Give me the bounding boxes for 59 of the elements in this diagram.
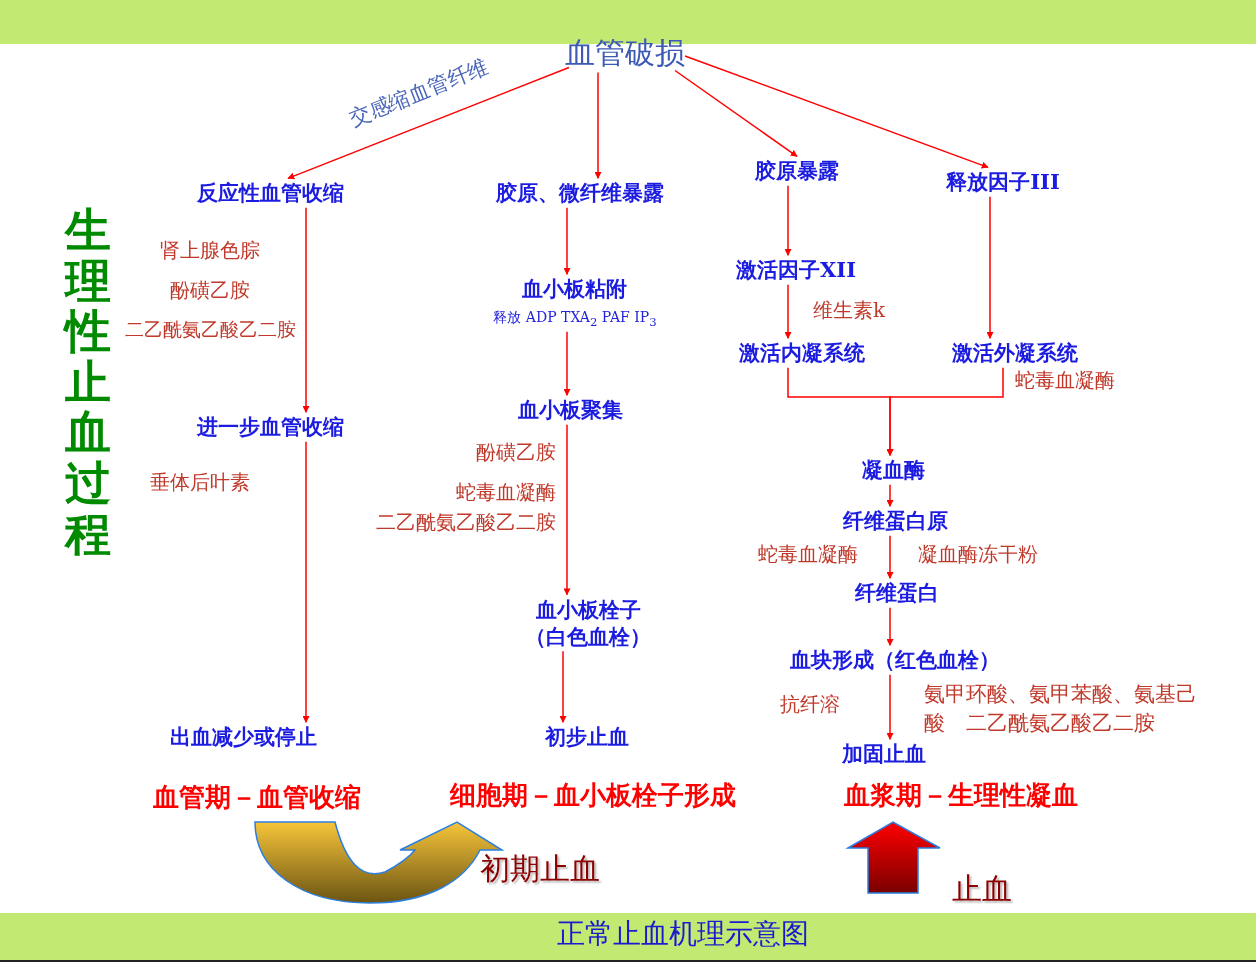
node-label: 胶原暴露 bbox=[755, 157, 839, 185]
release-note: 释放 ADP TXA$_{2}$ PAF IP$_{3}$ bbox=[493, 308, 657, 331]
arrow bbox=[302, 440, 310, 724]
drug-note: 抗纤溶 bbox=[780, 692, 840, 716]
phase-label: 血浆期－生理性凝血 bbox=[844, 780, 1078, 812]
arrow bbox=[287, 66, 570, 180]
phase-label: 血管期－血管收缩 bbox=[153, 782, 361, 814]
node-label: 血小板栓子（白色血栓） bbox=[518, 595, 658, 651]
drug-note: 蛇毒血凝酶 bbox=[456, 480, 556, 504]
drug-note: 肾上腺色腙 bbox=[160, 238, 260, 262]
arrow bbox=[784, 283, 792, 340]
node-label: 激活内凝系统 bbox=[739, 339, 865, 367]
node-label: 出血减少或停止 bbox=[169, 723, 317, 751]
node-label: 凝血酶 bbox=[861, 456, 925, 484]
drug-note: 垂体后叶素 bbox=[150, 470, 250, 494]
arrow bbox=[886, 534, 894, 580]
arrow bbox=[563, 330, 571, 397]
arrow bbox=[563, 423, 571, 596]
node-label: 进一步血管收缩 bbox=[196, 413, 344, 441]
stage-label: 止血 bbox=[952, 871, 1012, 907]
drug-note: 酚磺乙胺 bbox=[170, 278, 250, 302]
node-label: 血小板聚集 bbox=[517, 396, 623, 424]
drug-note: 凝血酶冻干粉 bbox=[918, 542, 1038, 566]
drug-note: 蛇毒血凝酶 bbox=[1015, 368, 1115, 392]
arrow bbox=[559, 650, 567, 724]
drug-note: 二乙酰氨乙酸乙二胺 bbox=[124, 318, 296, 341]
drug-note: 二乙酰氨乙酸乙二胺 bbox=[376, 510, 556, 534]
arrow bbox=[684, 55, 989, 169]
phase-label: 细胞期－血小板栓子形成 bbox=[450, 780, 736, 812]
drug-note: 蛇毒血凝酶 bbox=[758, 542, 858, 566]
arrow bbox=[886, 606, 894, 647]
arrow bbox=[886, 483, 894, 508]
drug-note: 维生素k bbox=[813, 298, 886, 322]
node-label: 释放因子III bbox=[946, 168, 1060, 196]
node-label: 血块形成（红色血栓） bbox=[790, 646, 1000, 674]
arrow bbox=[886, 366, 1004, 457]
node-label: 血管破损 bbox=[565, 32, 685, 72]
node-label: 反应性血管收缩 bbox=[196, 179, 344, 207]
drug-note: 氨甲环酸、氨甲苯酸、氨基己酸 二乙酰氨乙酸乙二胺 bbox=[924, 681, 1198, 738]
arrow bbox=[594, 71, 602, 180]
arrow bbox=[563, 206, 571, 276]
arrow bbox=[784, 184, 792, 257]
drug-note: 酚磺乙胺 bbox=[476, 440, 556, 464]
arrow bbox=[302, 206, 310, 414]
vertical-title: 生理性止血过程 bbox=[65, 205, 111, 560]
node-label: 纤维蛋白 bbox=[855, 579, 939, 607]
stage-label: 初期止血 bbox=[480, 851, 600, 887]
arrow bbox=[986, 195, 994, 340]
arrow bbox=[674, 69, 798, 158]
arrow bbox=[886, 673, 894, 741]
node-label: 加固止血 bbox=[842, 740, 926, 768]
node-label: 激活因子XII bbox=[736, 256, 856, 284]
edge-label: 交感缩血管纤维 bbox=[345, 54, 492, 132]
node-label: 初步止血 bbox=[545, 723, 629, 751]
node-label: 胶原、微纤维暴露 bbox=[496, 179, 664, 207]
node-label: 激活外凝系统 bbox=[952, 339, 1078, 367]
diagram-title: 正常止血机理示意图 bbox=[557, 917, 809, 951]
node-label: 纤维蛋白原 bbox=[842, 507, 948, 535]
node-label: 血小板粘附 bbox=[521, 275, 629, 303]
